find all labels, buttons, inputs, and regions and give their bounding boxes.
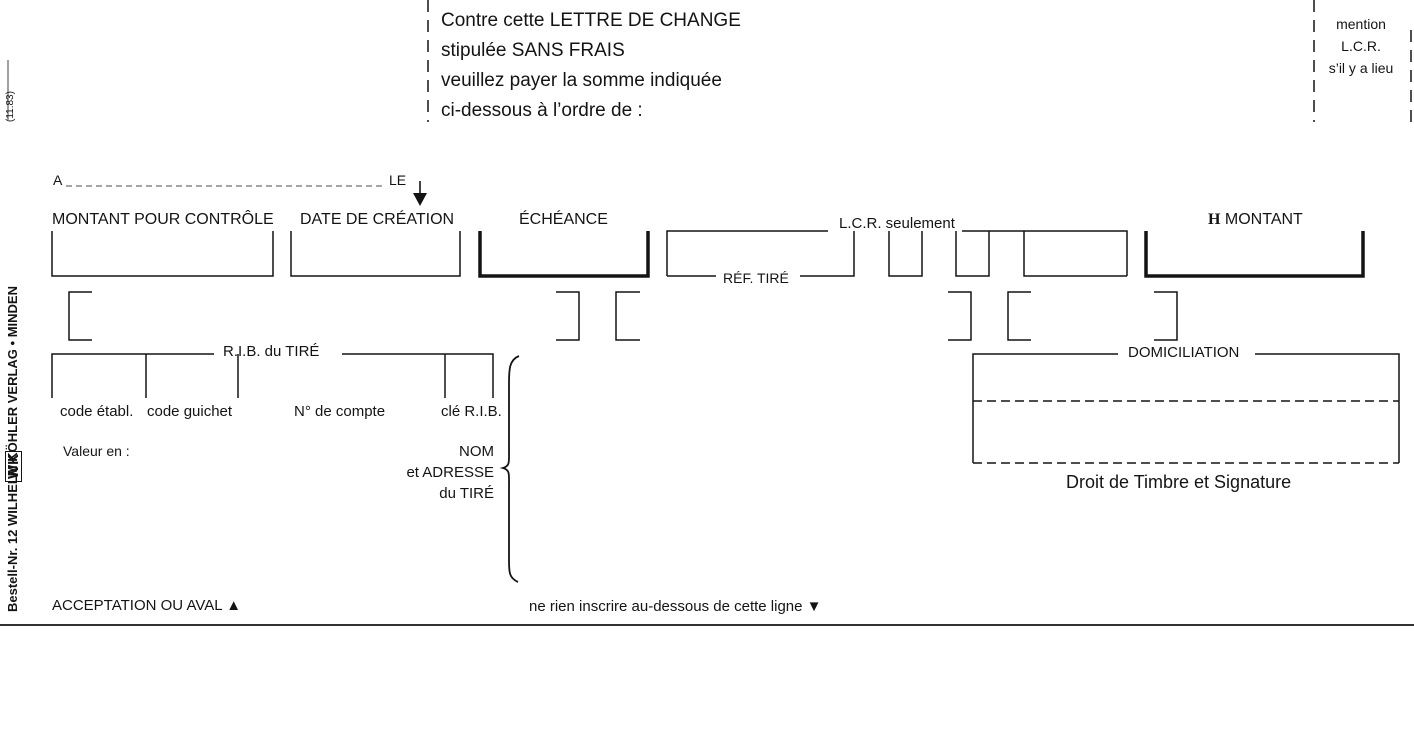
domiciliation-box [972,353,1400,463]
echeance-label: ÉCHÉANCE [519,211,608,228]
domiciliation-label: DOMICILIATION [1123,345,1245,360]
date-creation-box [290,231,461,277]
date-creation-label: DATE DE CRÉATION [300,211,455,228]
montant-controle-box [51,231,274,277]
nom-line-2: et ADRESSE [406,464,494,481]
mention-line-2: L.C.R. [1341,38,1381,54]
bracket-lcr-right [948,291,972,341]
rib-top-line [51,353,494,398]
code-guichet-label: code guichet [147,403,233,420]
lcr-seulement-label: L.C.R. seulement [836,216,958,231]
ne-rien-label: ne rien inscrire au-dessous de cette lig… [529,598,822,615]
nom-line-1: NOM [459,443,494,460]
lcr-box-1 [888,231,923,277]
mention-line-1: mention [1336,16,1386,32]
echeance-box [478,231,650,278]
bracket-ref-left [615,291,640,341]
header-line-2: stipulée SANS FRAIS [441,40,625,61]
acceptation-label: ACCEPTATION OU AVAL ▲ [52,597,242,614]
ref-tire-box [667,231,855,277]
montant-label: MONTANT [1224,211,1303,228]
header-line-4: ci-dessous à l’ordre de : [441,100,643,121]
rib-title: R.I.B. du TIRÉ [218,344,325,359]
code-etabl-label: code établ. [60,403,134,420]
no-compte-label: N° de compte [294,403,386,420]
ref-tire-label: RÉF. TIRÉ [720,271,792,285]
mention-line-3: s’il y a lieu [1328,60,1394,76]
address-brace [499,355,520,583]
montant-box [1144,231,1365,278]
date-arrow-icon [413,181,427,206]
droit-timbre-label: Droit de Timbre et Signature [1066,472,1292,492]
nom-line-3: du TIRÉ [439,485,494,502]
bracket-left [68,291,92,341]
bracket-lcr-left [1007,291,1031,341]
place-label: A [53,172,63,188]
header-line-1: Contre cette LETTRE DE CHANGE [441,10,741,31]
date-label: LE [389,172,407,188]
lcr-box-3 [1023,231,1127,277]
bracket-montant-right [1154,291,1178,341]
montant-symbol: H [1208,211,1221,228]
header-line-3: veuillez payer la somme indiquée [441,70,722,91]
cle-rib-label: clé R.I.B. [441,403,502,420]
lcr-box-2 [955,231,990,277]
bracket-echeance-right [556,291,580,341]
lcr-seulement-line [666,230,1128,276]
valeur-label: Valeur en : [63,443,130,459]
montant-controle-label: MONTANT POUR CONTRÔLE [52,211,274,228]
